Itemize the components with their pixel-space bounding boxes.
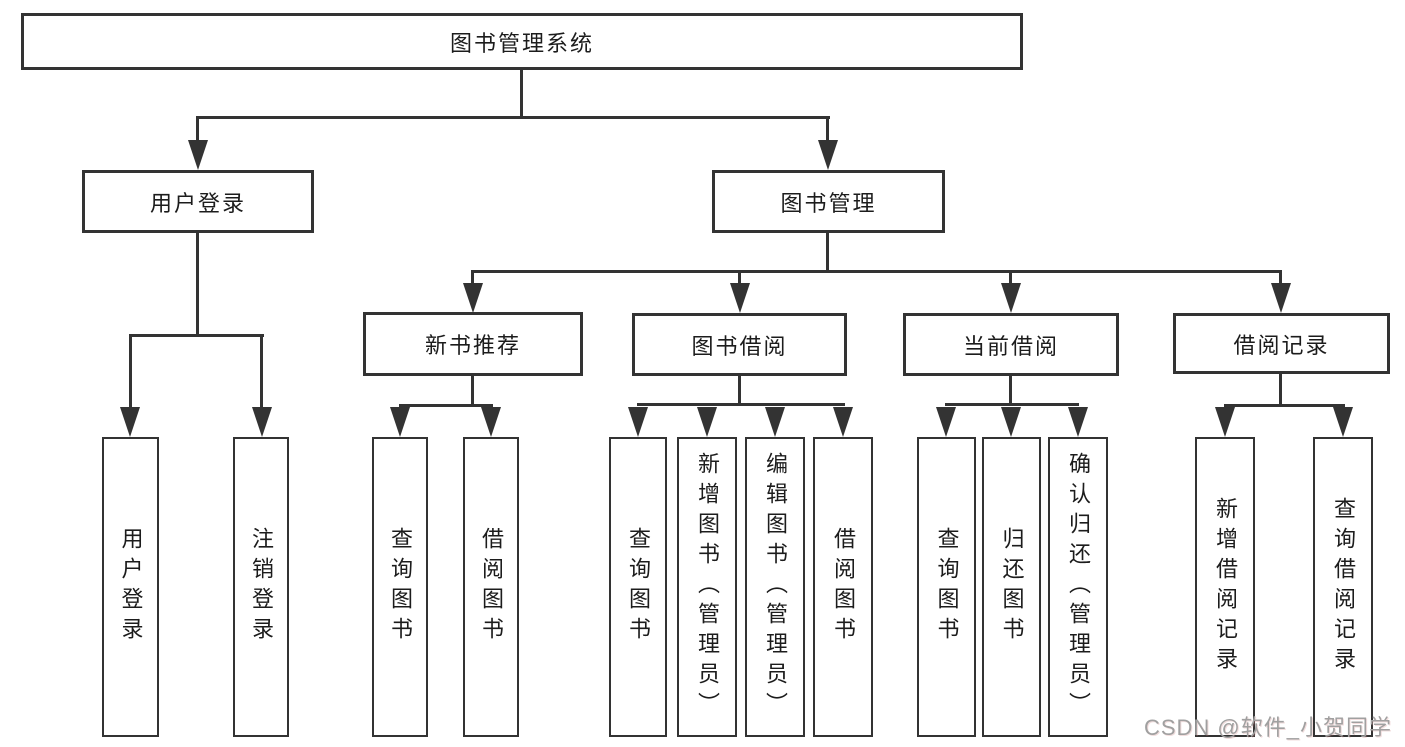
arrowhead-icon [833, 407, 853, 437]
leaf-label: 注销登录 [249, 527, 274, 647]
arrowhead-icon [765, 407, 785, 437]
node-borrow-records: 借阅记录 [1173, 313, 1390, 374]
arrowhead-icon [120, 407, 140, 437]
leaf-return-book: 归还图书 [982, 437, 1041, 737]
leaf-label: 借阅图书 [831, 527, 856, 647]
connector-line [129, 334, 132, 414]
arrowhead-icon [1333, 407, 1353, 437]
node-book-management: 图书管理 [712, 170, 945, 233]
arrowhead-icon [1068, 407, 1088, 437]
connector-line [196, 116, 830, 119]
connector-line [1009, 376, 1012, 406]
node-user-login: 用户登录 [82, 170, 314, 233]
leaf-label: 借阅图书 [479, 527, 504, 647]
node-label: 图书管理 [780, 190, 877, 216]
node-new-book-recommend: 新书推荐 [363, 312, 583, 376]
leaf-label: 查询借阅记录 [1331, 497, 1356, 677]
arrowhead-icon [481, 407, 501, 437]
node-current-borrow: 当前借阅 [903, 313, 1119, 376]
connector-line [738, 270, 741, 290]
node-label: 图书借阅 [691, 333, 788, 359]
node-label: 图书管理系统 [449, 30, 594, 56]
arrowhead-icon [697, 407, 717, 437]
connector-line [129, 334, 264, 337]
arrowhead-icon [1001, 407, 1021, 437]
leaf-label: 查询图书 [388, 527, 413, 647]
arrowhead-icon [390, 407, 410, 437]
connector-line [1009, 270, 1012, 290]
connector-line [826, 232, 829, 273]
connector-line [637, 403, 845, 406]
leaf-logout: 注销登录 [233, 437, 289, 737]
leaf-label: 新增借阅记录 [1213, 497, 1238, 677]
leaf-label: 确认归还（管理员） [1066, 452, 1091, 722]
connector-line [196, 232, 199, 337]
arrowhead-icon [818, 140, 838, 170]
connector-line [471, 375, 474, 407]
arrowhead-icon [936, 407, 956, 437]
leaf-query-book-current: 查询图书 [917, 437, 976, 737]
node-label: 新书推荐 [424, 333, 521, 358]
connector-line [738, 376, 741, 406]
connector-line [260, 334, 263, 414]
leaf-label: 查询图书 [934, 527, 960, 647]
leaf-query-borrow-record: 查询借阅记录 [1313, 437, 1373, 737]
leaf-query-book-borrow: 查询图书 [609, 437, 667, 737]
leaf-label: 新增图书（管理员） [695, 452, 720, 722]
connector-line [520, 69, 523, 118]
connector-line [1224, 404, 1345, 407]
arrowhead-icon [730, 283, 750, 313]
node-label: 用户登录 [149, 190, 246, 216]
arrowhead-icon [628, 407, 648, 437]
connector-line [471, 270, 474, 290]
leaf-add-borrow-record: 新增借阅记录 [1195, 437, 1255, 737]
leaf-borrow-book: 借阅图书 [813, 437, 873, 737]
leaf-edit-book-admin: 编辑图书（管理员） [745, 437, 805, 737]
node-root-library-system: 图书管理系统 [21, 13, 1023, 70]
connector-line [196, 116, 199, 146]
node-label: 当前借阅 [962, 333, 1059, 359]
leaf-user-login: 用户登录 [102, 437, 159, 737]
connector-line [399, 404, 493, 407]
leaf-label: 归还图书 [999, 527, 1025, 647]
arrowhead-icon [463, 283, 483, 313]
leaf-borrow-book-recommend: 借阅图书 [463, 437, 519, 737]
connector-line [1279, 270, 1282, 290]
arrowhead-icon [1271, 283, 1291, 313]
connector-line [1279, 373, 1282, 407]
leaf-query-book-recommend: 查询图书 [372, 437, 428, 737]
node-book-borrow: 图书借阅 [632, 313, 847, 376]
leaf-label: 用户登录 [118, 527, 144, 647]
connector-line [826, 116, 829, 146]
connector-line [945, 403, 1079, 406]
connector-line [471, 270, 1282, 273]
leaf-label: 编辑图书（管理员） [763, 452, 788, 722]
csdn-watermark: CSDN @软件_小贺同学 [1143, 715, 1392, 740]
arrowhead-icon [188, 140, 208, 170]
node-label: 借阅记录 [1233, 332, 1330, 358]
leaf-label: 查询图书 [626, 527, 651, 647]
arrowhead-icon [252, 407, 272, 437]
arrowhead-icon [1001, 283, 1021, 313]
arrowhead-icon [1215, 407, 1235, 437]
leaf-confirm-return-admin: 确认归还（管理员） [1048, 437, 1108, 737]
leaf-add-book-admin: 新增图书（管理员） [677, 437, 737, 737]
